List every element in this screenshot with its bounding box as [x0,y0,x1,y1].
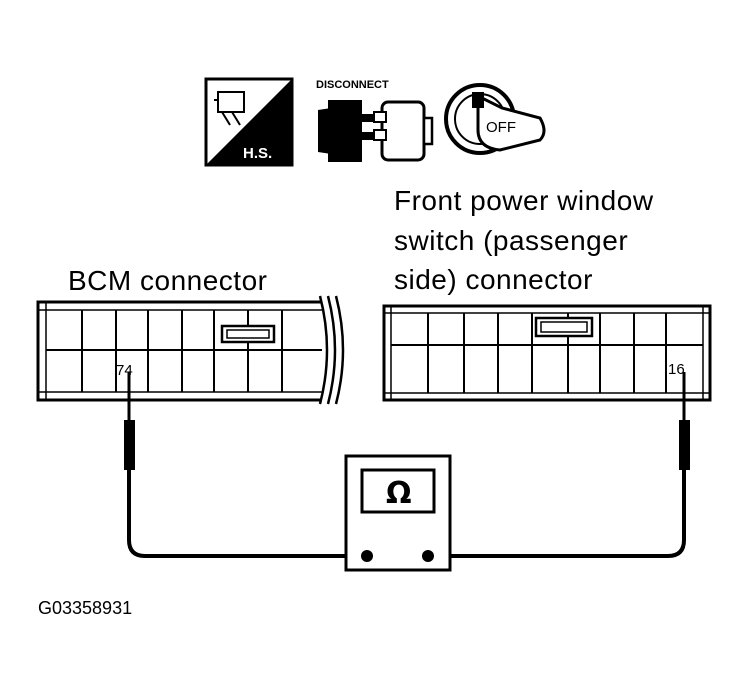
power-window-switch-connector: 16 [382,304,712,402]
meter-terminal-left [361,550,373,562]
left-connector-title: BCM connector [68,265,267,296]
bcm-connector-grid [46,310,322,392]
disconnect-icon: DISCONNECT [316,79,434,162]
disconnect-label: DISCONNECT [316,79,389,91]
ohm-symbol: Ω [386,476,412,511]
pws-pin-label: 16 [668,361,685,378]
right-connector-title-line-1: Front power window [394,185,654,216]
right-probe-lead [428,372,690,558]
hs-label: H.S. [243,145,272,162]
ignition-off-icon: OFF [444,83,546,155]
harness-side-icon: H.S. [204,77,294,167]
ignition-off-label: OFF [486,119,516,136]
ohmmeter: Ω [344,454,452,572]
meter-terminal-right [422,550,434,562]
power-window-connector-grid [391,313,703,393]
right-connector-title-line-3: side) connector [394,264,593,295]
left-probe-lead [124,372,366,558]
connector-break-mark [318,294,345,406]
figure-id: G03358931 [38,598,132,618]
right-connector-title-line-2: switch (passenger [394,225,628,256]
bcm-connector: 74 [36,294,345,406]
